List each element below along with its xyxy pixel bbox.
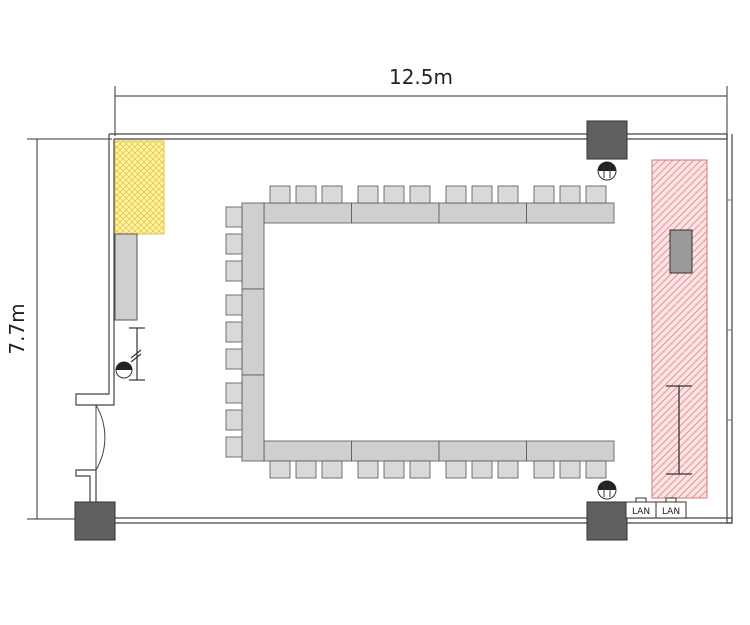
table <box>263 202 352 224</box>
chair <box>533 460 555 479</box>
table <box>241 288 265 376</box>
chair <box>225 436 243 458</box>
height-dimension-label: 7.7m <box>5 303 29 354</box>
table <box>351 440 440 462</box>
screen-stand-icon <box>666 385 692 475</box>
outlet-icon <box>597 480 617 500</box>
table <box>241 374 265 462</box>
table <box>438 202 527 224</box>
table <box>526 202 615 224</box>
chair <box>225 294 243 316</box>
chair <box>559 185 581 204</box>
chair <box>497 185 519 204</box>
chair <box>295 185 317 204</box>
chair <box>225 206 243 228</box>
pillar <box>74 501 116 541</box>
width-dimension-label: 12.5m <box>389 65 453 89</box>
chair <box>497 460 519 479</box>
chair <box>585 185 607 204</box>
chair <box>225 260 243 282</box>
table <box>438 440 527 462</box>
chair <box>409 460 431 479</box>
table <box>351 202 440 224</box>
lan-port-group: LAN LAN <box>625 497 687 519</box>
lan-port-label: LAN <box>632 507 650 517</box>
pillar <box>586 120 628 160</box>
counter <box>114 233 138 321</box>
chair <box>225 348 243 370</box>
chair <box>225 409 243 431</box>
outlet-icon <box>597 161 617 181</box>
chair <box>295 460 317 479</box>
chair <box>225 382 243 404</box>
chair <box>585 460 607 479</box>
table <box>526 440 615 462</box>
height-dimension: 7.7m <box>5 138 112 520</box>
chair <box>471 185 493 204</box>
chair <box>383 185 405 204</box>
chair <box>269 185 291 204</box>
chair <box>445 460 467 479</box>
chair <box>533 185 555 204</box>
chair <box>383 460 405 479</box>
door-swing-icon <box>80 404 106 471</box>
projector-icon <box>669 229 693 274</box>
chair <box>471 460 493 479</box>
pillar <box>586 501 628 541</box>
u-shape-seating <box>225 185 615 479</box>
width-dimension: 12.5m <box>114 65 728 136</box>
chair <box>225 321 243 343</box>
lan-port-label: LAN <box>662 507 680 517</box>
table <box>241 202 265 290</box>
chair <box>559 460 581 479</box>
chair <box>357 185 379 204</box>
outlet-icon <box>115 361 133 379</box>
chair <box>269 460 291 479</box>
table <box>263 440 352 462</box>
whiteboard-icon <box>129 327 145 381</box>
chair <box>357 460 379 479</box>
chair <box>225 233 243 255</box>
chair <box>321 460 343 479</box>
chair <box>321 185 343 204</box>
storage-area <box>114 140 165 235</box>
chair <box>409 185 431 204</box>
chair <box>445 185 467 204</box>
